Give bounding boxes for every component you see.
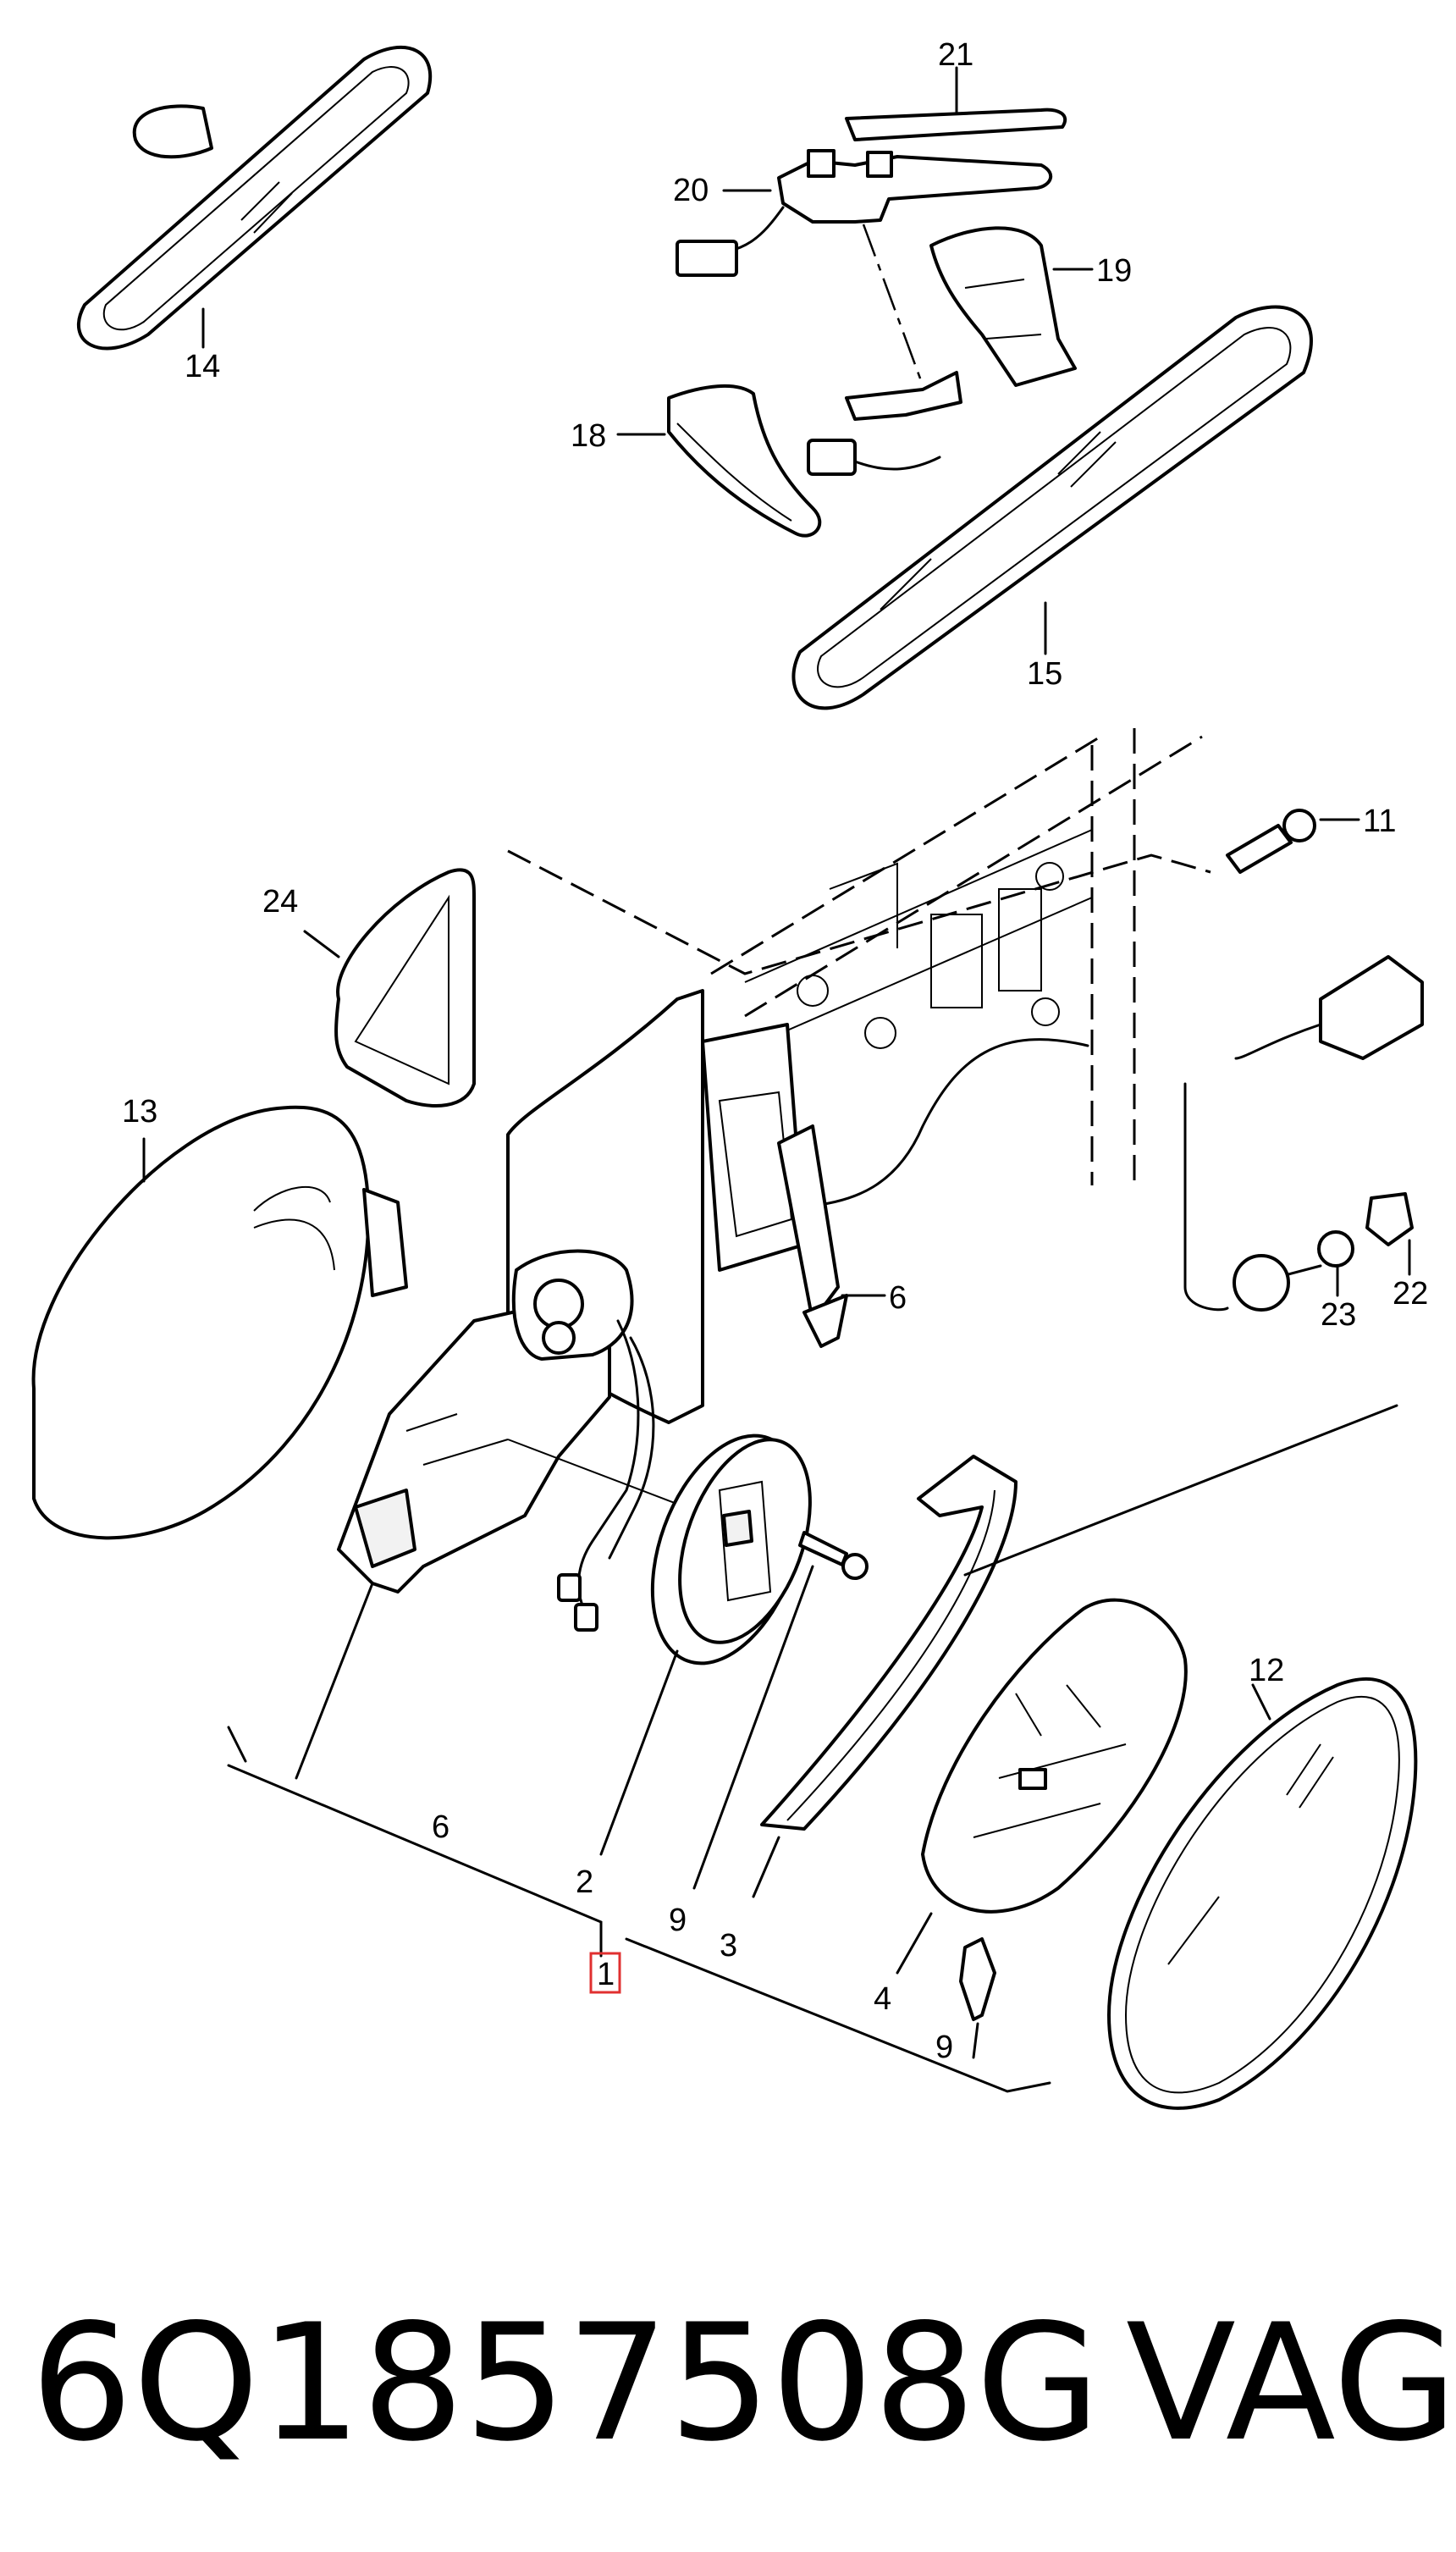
cover-strip-21 [845, 66, 1067, 141]
callout-2: 2 [576, 1864, 593, 1900]
callout-1: 1 [597, 1957, 615, 1992]
callout-23: 23 [1321, 1297, 1356, 1333]
housing-shell-4 [921, 1598, 1188, 1914]
callout-15: 15 [1027, 656, 1062, 692]
callout-24: 24 [262, 884, 298, 920]
mirror-glass-12 [1107, 1677, 1418, 2110]
fasteners-22-23 [1233, 1192, 1414, 1312]
diagram-drawing: 14 21 20 19 18 15 11 24 13 6 22 23 12 6 … [31, 37, 1428, 2110]
screw-9-lower [959, 1937, 996, 2021]
mirror-bracket-6 [337, 1249, 687, 1632]
brand-name: VAG [1126, 2290, 1456, 2477]
callout-9-upper: 9 [669, 1903, 687, 1938]
callout-19: 19 [1096, 253, 1132, 289]
cover-19 [929, 226, 1094, 387]
callout-9-lower: 9 [935, 2030, 953, 2065]
callout-20: 20 [673, 173, 709, 208]
callout-22: 22 [1393, 1276, 1428, 1312]
door-frame-outline [507, 728, 1211, 1185]
callout-18: 18 [571, 418, 606, 454]
part-number: 6Q1857508G [30, 2290, 1100, 2477]
callout-6-upper: 6 [889, 1280, 907, 1316]
screw-9-upper [798, 1531, 869, 1580]
triangle-cover-24 [303, 868, 476, 1108]
callout-labels: 14 21 20 19 18 15 11 24 13 6 22 23 12 6 … [122, 37, 1428, 2065]
callout-6-lower: 6 [432, 1809, 449, 1845]
mirror-housing-13 [31, 1105, 408, 1540]
sensor-holder-20 [676, 149, 1053, 277]
callout-4: 4 [874, 1981, 891, 2017]
callout-3: 3 [720, 1928, 737, 1964]
callout-11: 11 [1363, 804, 1396, 839]
leader-lines [227, 1404, 1398, 2093]
adjusting-motor-2 [650, 1433, 812, 1665]
callout-1-highlight [589, 1952, 621, 1994]
callout-13: 13 [122, 1094, 157, 1130]
cable-connector [802, 955, 1424, 1312]
mirror-base-bracket [807, 224, 962, 476]
mirror-door-base [506, 989, 886, 1424]
callout-12: 12 [1249, 1653, 1284, 1688]
callout-21: 21 [938, 37, 973, 73]
interior-mirror-small [77, 45, 433, 351]
bolt-11 [1226, 809, 1360, 874]
cover-18 [616, 384, 822, 538]
interior-mirror-large [791, 305, 1313, 710]
callout-14: 14 [185, 349, 220, 384]
trim-strip-3 [760, 1455, 1018, 1831]
